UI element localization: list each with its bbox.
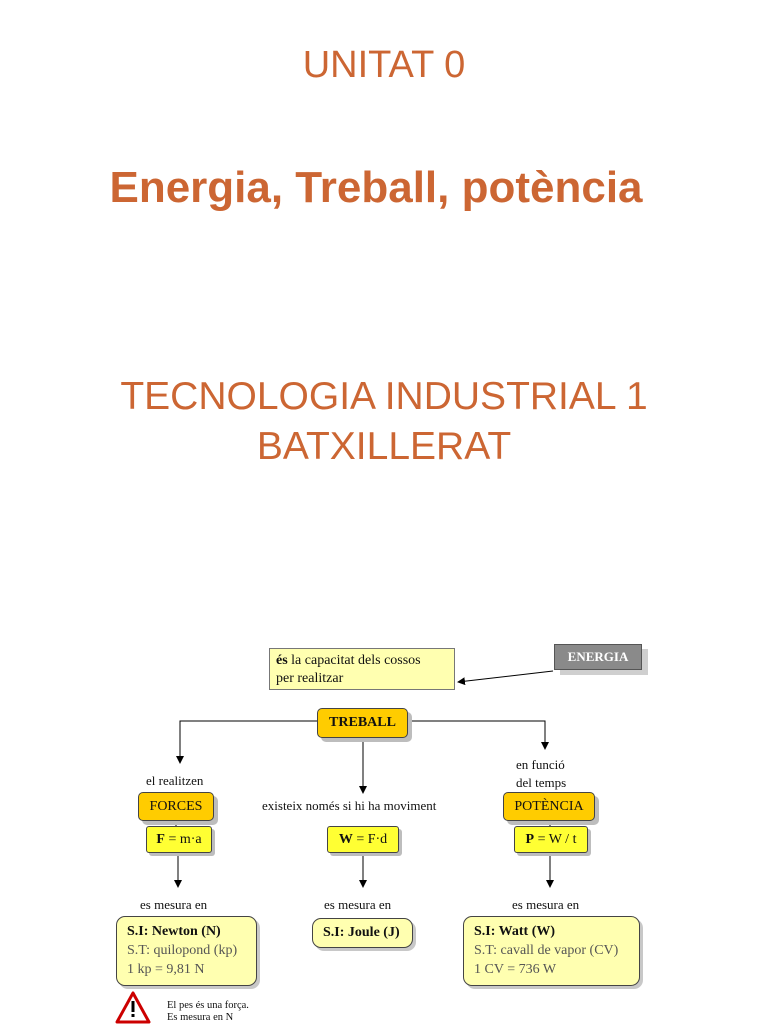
warning-line-2: Es mesura en N bbox=[167, 1012, 234, 1023]
unit-heading: UNITAT 0 bbox=[302, 44, 466, 86]
center-measure-label: es mesura en bbox=[324, 897, 392, 912]
newton-unit-box: S.I: Newton (N) S.T: quilopond (kp) 1 kp… bbox=[116, 916, 257, 986]
watt-st: S.T: cavall de vapor (CV) bbox=[474, 943, 619, 958]
work-formula: W = F·d bbox=[327, 826, 399, 853]
joule-unit-box: S.I: Joule (J) bbox=[312, 918, 413, 948]
work-formula-rest: = F·d bbox=[352, 832, 388, 847]
forces-box: FORCES bbox=[138, 792, 214, 821]
left-measure-label: es mesura en bbox=[140, 897, 208, 912]
warning-note: El pes és una força. Es mesura en N bbox=[167, 1000, 249, 1024]
energia-box: ENERGIA bbox=[554, 644, 642, 670]
subject-line-2: BATXILLERAT bbox=[256, 425, 512, 468]
force-symbol: F bbox=[156, 832, 165, 847]
subject-line-1: TECNOLOGIA INDUSTRIAL 1 bbox=[120, 375, 648, 418]
definition-text: la capacitat dels cossos bbox=[287, 653, 421, 668]
left-branch-arrow bbox=[176, 720, 317, 764]
potencia-connector-line-1: en funció bbox=[516, 757, 565, 772]
newton-conversion: 1 kp = 9,81 N bbox=[127, 962, 205, 977]
watt-conversion: 1 CV = 736 W bbox=[474, 962, 557, 977]
newton-st: S.T: quilopond (kp) bbox=[127, 943, 238, 958]
potencia-connector-line-2: del temps bbox=[516, 775, 567, 790]
force-formula: F = m·a bbox=[146, 826, 212, 853]
subject-heading: TECNOLOGIA INDUSTRIAL 1 BATXILLERAT bbox=[0, 372, 768, 472]
power-symbol: P bbox=[525, 832, 535, 847]
warning-triangle-icon bbox=[115, 991, 151, 1024]
potencia-box: POTÈNCIA bbox=[503, 792, 595, 821]
power-formula: P = W / t bbox=[514, 826, 588, 853]
watt-si: S.I: Watt (W) bbox=[474, 924, 556, 939]
definition-line-2: per realitzar bbox=[276, 671, 344, 686]
newton-si: S.I: Newton (N) bbox=[127, 924, 221, 939]
work-symbol: W bbox=[338, 832, 353, 847]
warning-line-1: El pes és una força. bbox=[167, 1000, 249, 1011]
treball-connector-label: existeix només si hi ha moviment bbox=[262, 798, 437, 813]
joule-si: S.I: Joule (J) bbox=[323, 925, 400, 940]
force-formula-rest: = m·a bbox=[164, 832, 202, 847]
definition-prefix: és bbox=[276, 653, 288, 668]
energia-arrow bbox=[457, 670, 554, 686]
power-formula-rest: = W / t bbox=[534, 832, 577, 847]
treball-box: TREBALL bbox=[317, 708, 408, 738]
watt-unit-box: S.I: Watt (W) S.T: cavall de vapor (CV) … bbox=[463, 916, 640, 986]
forces-connector-label: el realitzen bbox=[146, 773, 204, 788]
right-branch-arrow bbox=[408, 720, 549, 750]
energia-definition-box: és la capacitat dels cossos per realitza… bbox=[269, 648, 455, 690]
page-title: Energia, Treball, potència bbox=[109, 163, 643, 212]
right-measure-label: es mesura en bbox=[512, 897, 580, 912]
